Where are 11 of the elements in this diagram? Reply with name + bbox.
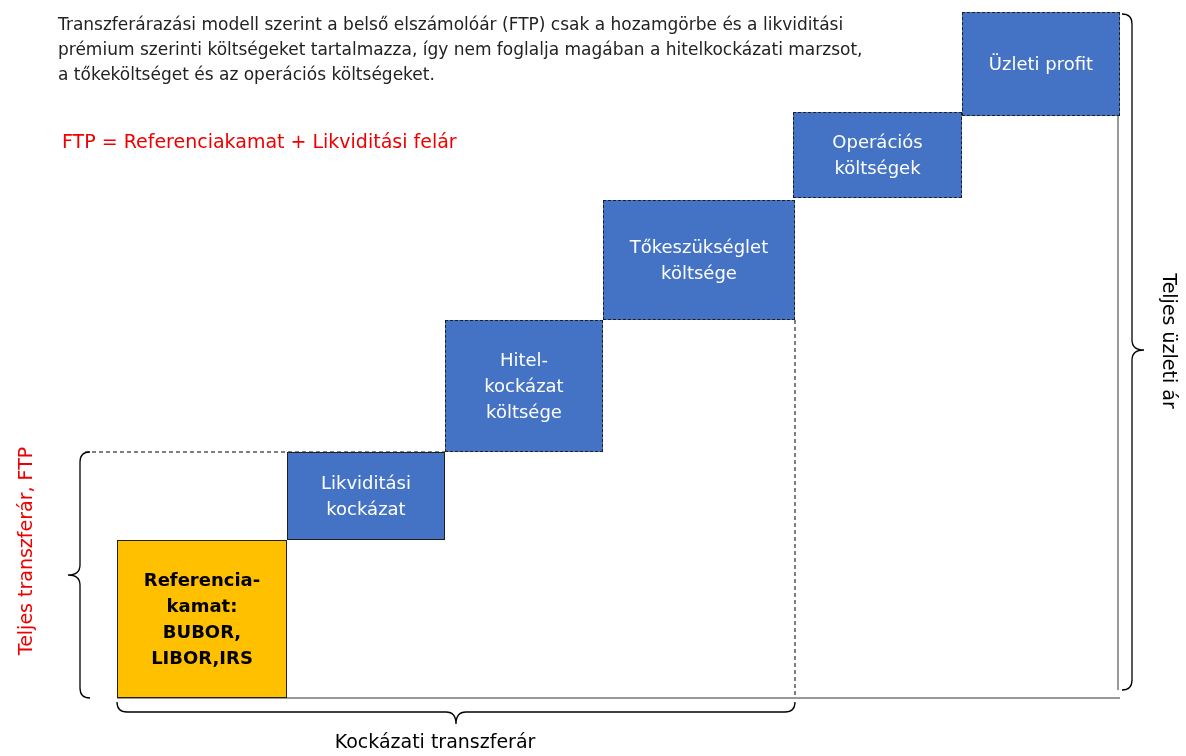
step-box: Referencia-kamat: BUBOR, LIBOR,IRS	[117, 540, 287, 698]
step-box: Likviditási kockázat	[287, 452, 445, 540]
axis-label: Teljes transzferár, FTP	[14, 445, 36, 658]
axis-label: Kockázati transzferár	[333, 730, 537, 752]
formula-text: FTP = Referenciakamat + Likviditási felár	[62, 130, 457, 152]
step-box: Üzleti profit	[962, 12, 1120, 116]
step-box: Tőkeszükséglet költsége	[603, 200, 795, 320]
note-text: Transzferárazási modell szerint a belső elszámolóár (FTP) csak a hozamgörbe és a likviditási prémium szerinti költségeket tartalmazza, így nem foglalja magában a hitelkockázati marzsot, a tőkeköltséget és az operációs költségeket.	[58, 13, 864, 86]
step-box: Hitel-kockázat költsége	[445, 320, 603, 452]
step-box: Operációs költségek	[793, 112, 962, 198]
axis-label: Teljes üzleti ár	[1159, 272, 1181, 411]
